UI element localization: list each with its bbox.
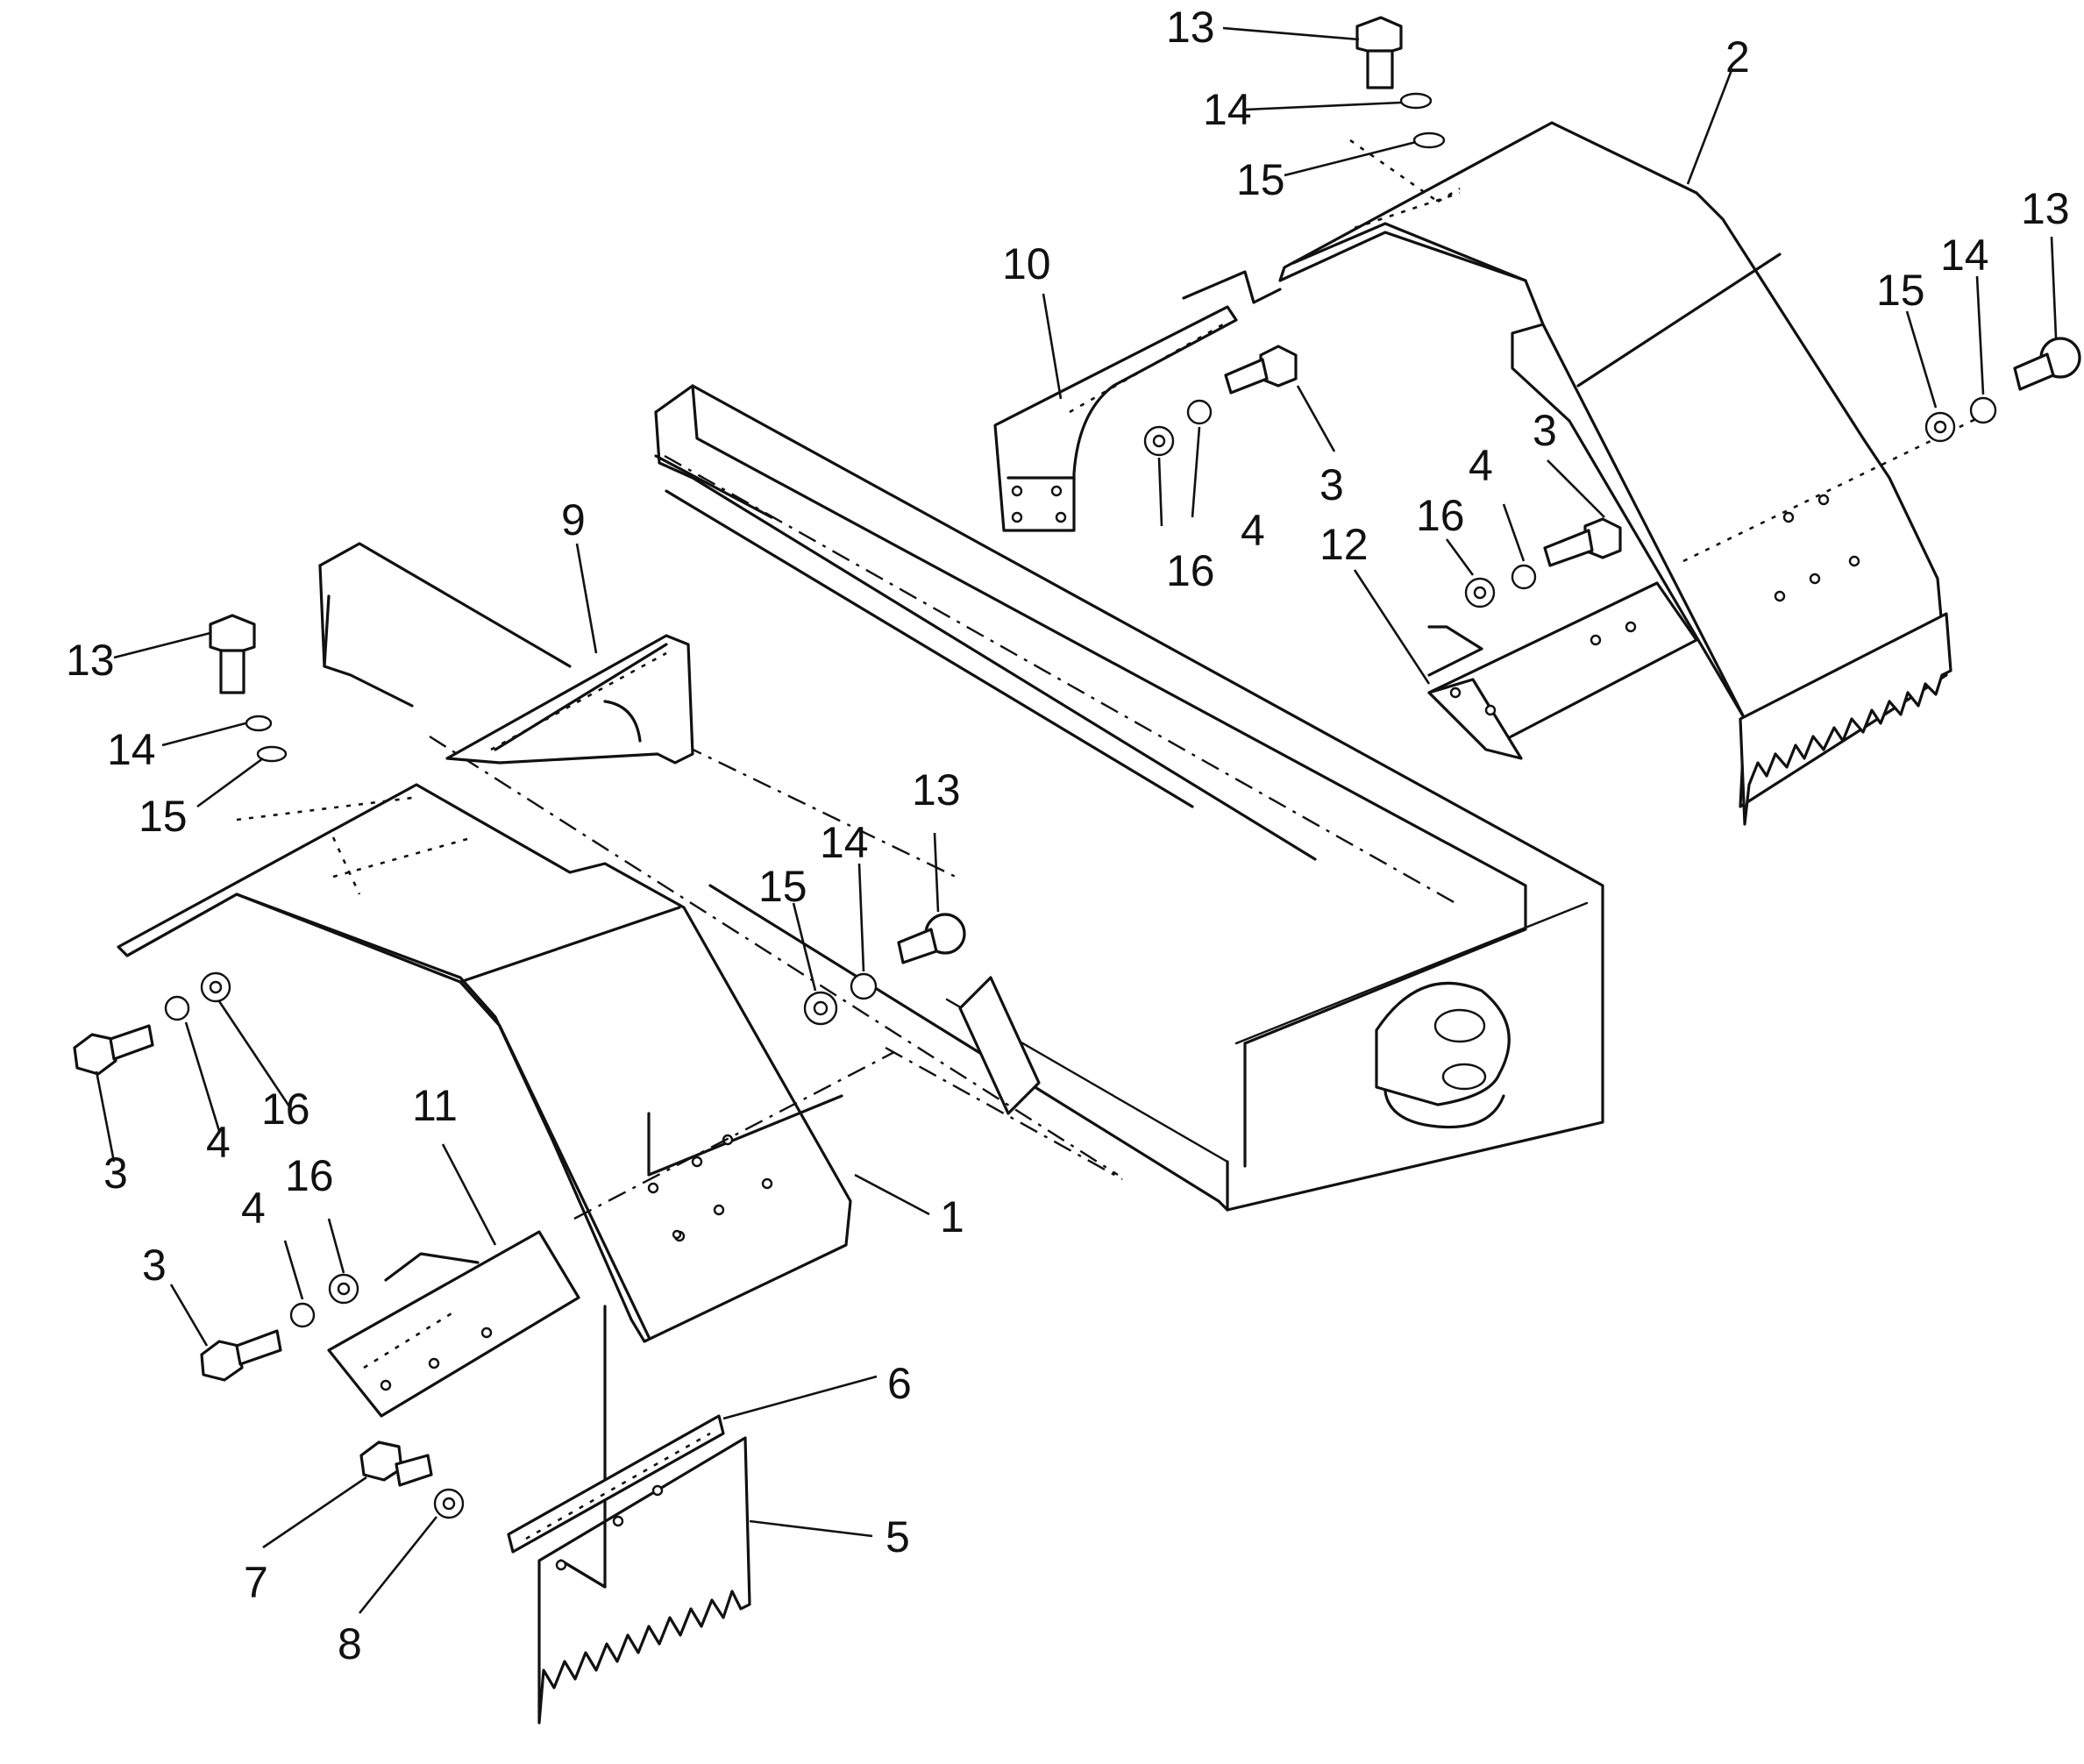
label-12: 12 xyxy=(1319,520,1369,569)
bolt-3-left-upper xyxy=(73,1024,154,1076)
label-4-right: 4 xyxy=(1469,441,1493,490)
right-fender xyxy=(1182,121,1991,826)
label-14-center: 14 xyxy=(820,818,869,867)
label-3-left: 3 xyxy=(103,1149,128,1198)
plate-12 xyxy=(1427,581,1698,760)
strip-6 xyxy=(507,1414,725,1554)
label-15-top: 15 xyxy=(1236,155,1285,204)
bolt-7 xyxy=(359,1440,433,1487)
bolt-3-upper-right xyxy=(1224,345,1298,395)
bolt-13-left xyxy=(209,614,256,694)
bracket-9 xyxy=(445,634,694,765)
label-5: 5 xyxy=(886,1512,910,1561)
label-9: 9 xyxy=(561,495,586,544)
label-4-left: 4 xyxy=(206,1118,231,1167)
label-7: 7 xyxy=(244,1558,268,1607)
callout-labels: 13 14 15 2 13 14 15 10 3 4 16 3 4 16 12 … xyxy=(66,3,2070,1668)
label-13-right: 13 xyxy=(2021,184,2070,233)
label-15-right: 15 xyxy=(1876,266,1925,315)
bolt-13-top xyxy=(1355,16,1403,89)
mud-flap-5 xyxy=(537,1305,751,1725)
label-11: 11 xyxy=(412,1081,458,1130)
label-6: 6 xyxy=(887,1359,912,1408)
label-13-left: 13 xyxy=(66,636,115,685)
label-16-left: 16 xyxy=(261,1085,310,1134)
bolt-3-right xyxy=(1543,517,1622,567)
plate-11 xyxy=(327,1230,580,1418)
label-15-left: 15 xyxy=(139,792,188,841)
bolt-13-right xyxy=(2013,337,2081,391)
bolt-3-left-lower xyxy=(200,1329,282,1382)
label-14-left: 14 xyxy=(107,725,156,774)
label-14-right: 14 xyxy=(1940,231,1989,280)
label-8: 8 xyxy=(338,1619,362,1668)
label-16-right: 16 xyxy=(1416,491,1465,540)
label-4-upper: 4 xyxy=(1241,506,1265,555)
label-3-upper: 3 xyxy=(1319,460,1344,509)
leader-lines xyxy=(95,26,2058,1614)
label-1: 1 xyxy=(940,1192,964,1241)
label-14-top: 14 xyxy=(1203,85,1252,134)
label-16-upper: 16 xyxy=(1166,546,1215,595)
main-frame xyxy=(318,384,1604,1212)
bracket-10 xyxy=(993,305,1238,532)
label-2: 2 xyxy=(1725,32,1750,82)
label-15-center: 15 xyxy=(758,862,807,911)
label-3-lower: 3 xyxy=(142,1241,167,1290)
label-13-center: 13 xyxy=(912,765,961,814)
label-4-lower: 4 xyxy=(241,1184,266,1233)
label-10: 10 xyxy=(1002,239,1051,288)
left-fender xyxy=(117,783,895,1343)
washers xyxy=(164,92,1997,1519)
label-13-top: 13 xyxy=(1166,3,1215,52)
label-3-right: 3 xyxy=(1533,406,1557,455)
label-16-lower: 16 xyxy=(285,1151,334,1200)
bolt-13-center xyxy=(897,913,966,964)
